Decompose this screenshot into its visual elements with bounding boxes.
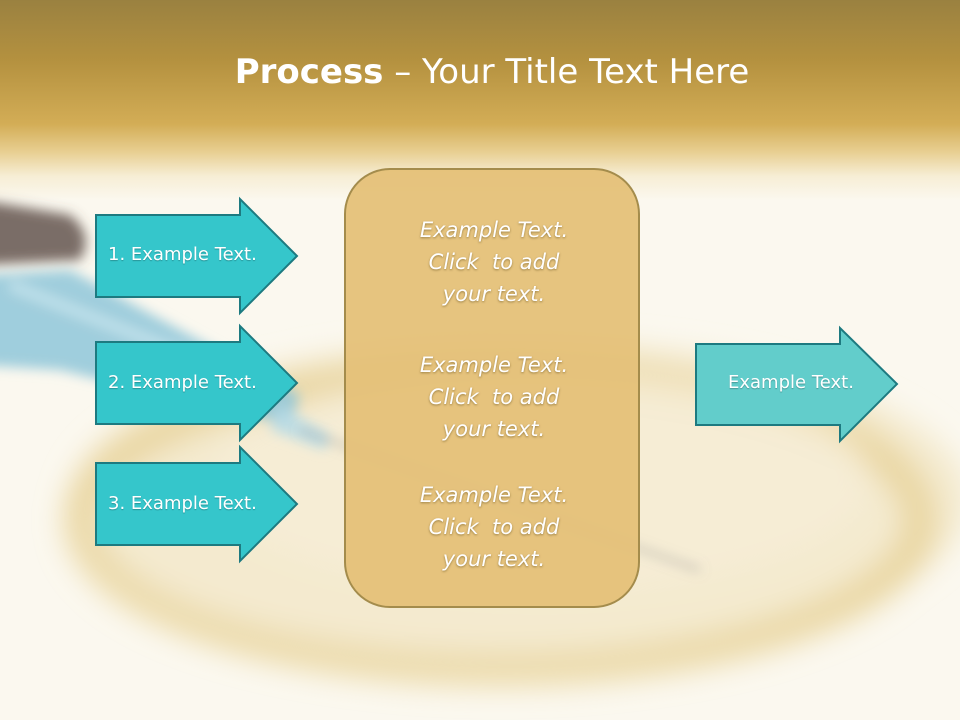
input-arrow-2[interactable] bbox=[95, 323, 299, 443]
input-arrow-3-label: 3. Example Text. bbox=[108, 493, 257, 514]
output-arrow-label: Example Text. bbox=[728, 372, 854, 393]
center-text-block-1[interactable]: Example Text. Click to add your text. bbox=[346, 214, 642, 310]
header-band bbox=[0, 0, 960, 200]
center-text-1-line-3: your text. bbox=[442, 282, 546, 306]
center-text-1-line-1: Example Text. bbox=[419, 218, 569, 242]
center-text-1-line-2: Click to add bbox=[428, 250, 560, 274]
input-arrow-2-label: 2. Example Text. bbox=[108, 372, 257, 393]
slide-title[interactable]: Process – Your Title Text Here bbox=[0, 52, 960, 92]
center-text-3-line-2: Click to add bbox=[428, 515, 560, 539]
title-rest: – Your Title Text Here bbox=[383, 52, 750, 92]
title-strong: Process bbox=[234, 52, 384, 92]
input-arrow-1[interactable] bbox=[95, 196, 299, 316]
center-text-3-line-1: Example Text. bbox=[419, 483, 569, 507]
center-process-box[interactable]: Example Text. Click to add your text. Ex… bbox=[344, 168, 640, 608]
center-text-block-3[interactable]: Example Text. Click to add your text. bbox=[346, 479, 642, 575]
center-text-block-2[interactable]: Example Text. Click to add your text. bbox=[346, 349, 642, 445]
center-text-2-line-1: Example Text. bbox=[419, 353, 569, 377]
output-arrow[interactable] bbox=[695, 325, 899, 444]
center-text-2-line-3: your text. bbox=[442, 417, 546, 441]
input-arrow-1-label: 1. Example Text. bbox=[108, 244, 257, 265]
center-text-3-line-3: your text. bbox=[442, 547, 546, 571]
center-text-2-line-2: Click to add bbox=[428, 385, 560, 409]
input-arrow-3[interactable] bbox=[95, 444, 299, 564]
